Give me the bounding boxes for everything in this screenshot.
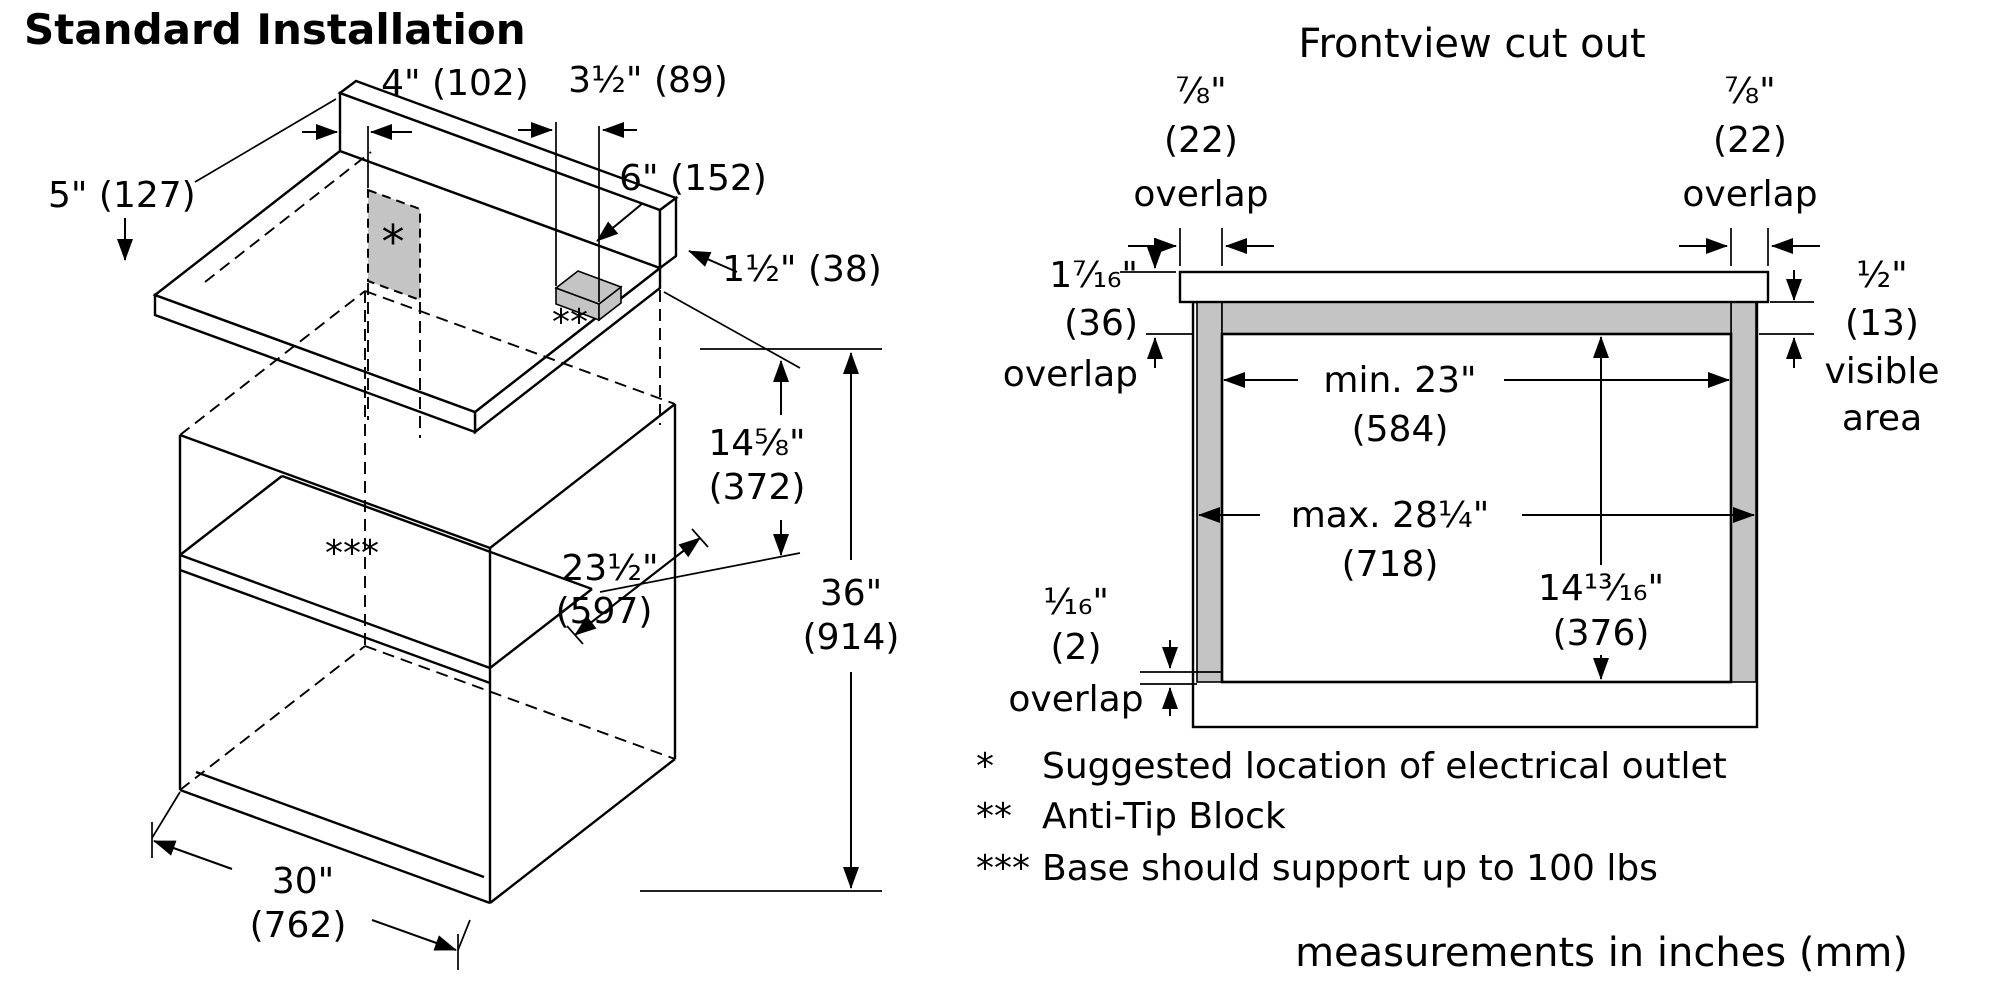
overlap-top-in: 1⁷⁄₁₆": [1049, 255, 1138, 296]
footnote-marker: **: [976, 796, 1012, 837]
dim-36in: 36": [820, 573, 882, 614]
overlap-left-word: overlap: [1133, 174, 1268, 215]
anti-tip-top: [554, 270, 623, 305]
units-note: measurements in inches (mm): [1295, 930, 1908, 976]
footnote-text: Suggested location of electrical outlet: [1042, 746, 1727, 787]
overlap-left-in: ⁷⁄₈": [1175, 71, 1226, 112]
dim-14-58mm: (372): [709, 467, 806, 508]
dim-30in: 30": [272, 861, 334, 902]
overlap-top-word: overlap: [1003, 354, 1138, 395]
dim-36mm: (914): [803, 617, 900, 658]
cutout-height-in: 14¹³⁄₁₆": [1538, 568, 1664, 609]
min-width-in: min. 23": [1323, 360, 1476, 401]
footnote-marker: *: [976, 746, 994, 787]
footnote-marker: ***: [976, 848, 1030, 889]
overlap-bottom-word: overlap: [1008, 679, 1143, 720]
footnote-text: Anti-Tip Block: [1042, 796, 1286, 837]
dim-14-58in: 14⁵⁄₈": [708, 423, 805, 464]
overlap-left-mm: (22): [1164, 120, 1238, 161]
anti-tip-marker: **: [552, 302, 588, 343]
cutout-height-mm: (376): [1553, 613, 1650, 654]
right-dimensions: ⁷⁄₈" (22) overlap ⁷⁄₈" (22) overlap 1⁷⁄₁…: [1003, 71, 1940, 720]
max-width-mm: (718): [1342, 544, 1439, 585]
outlet-marker: *: [382, 215, 405, 269]
page-title: Standard Installation: [24, 5, 526, 54]
dim-1-5in: 1¹⁄₂" (38): [722, 249, 882, 290]
base-marker: ***: [325, 533, 379, 574]
dim-3-5in: 3¹⁄₂" (89): [568, 60, 728, 101]
overlap-right-word: overlap: [1682, 174, 1817, 215]
overlap-right-in: ⁷⁄₈": [1724, 71, 1775, 112]
footnote-text: Base should support up to 100 lbs: [1042, 848, 1658, 889]
overlap-band-left: [1196, 301, 1223, 683]
overlap-band-right: [1730, 301, 1757, 683]
dim-6in: 6" (152): [619, 158, 767, 199]
visible-area-in: ¹⁄₂": [1856, 255, 1907, 296]
visible-area-mm: (13): [1845, 303, 1919, 344]
isometric-cabinet-drawing: * ** ***: [152, 79, 679, 905]
visible-area-word2: area: [1842, 398, 1922, 439]
top-trim-bar: [1178, 270, 1770, 304]
electrical-outlet-patch: [367, 188, 421, 302]
dim-4in: 4" (102): [381, 63, 529, 104]
overlap-bottom-in: ¹⁄₁₆": [1043, 582, 1109, 623]
dim-5in: 5" (127): [48, 175, 196, 216]
anti-tip-block: [554, 270, 623, 322]
overlap-bottom-mm: (2): [1051, 627, 1102, 668]
dim-30mm: (762): [250, 905, 347, 946]
left-dimensions: 5" (127) 4" (102) 3¹⁄₂" (89) 6" (152) 1¹…: [48, 60, 899, 970]
frontview-title: Frontview cut out: [1298, 21, 1645, 67]
hidden-edges: [179, 151, 676, 791]
overlap-right-mm: (22): [1713, 120, 1787, 161]
dim-23-5mm: (597): [556, 591, 653, 632]
footnotes: * Suggested location of electrical outle…: [976, 746, 1727, 889]
cutout-opening: [1220, 332, 1733, 684]
overlap-band-top: [1221, 301, 1732, 335]
min-width-mm: (584): [1352, 409, 1449, 450]
visible-area-word1: visible: [1824, 351, 1939, 392]
cabinet-outline: [178, 403, 677, 905]
overlap-top-mm: (36): [1064, 303, 1138, 344]
backsplash-end-face: [658, 195, 678, 271]
dim-23-5in: 23¹⁄₂": [561, 548, 658, 589]
max-width-in: max. 28¹⁄₄": [1291, 495, 1490, 536]
